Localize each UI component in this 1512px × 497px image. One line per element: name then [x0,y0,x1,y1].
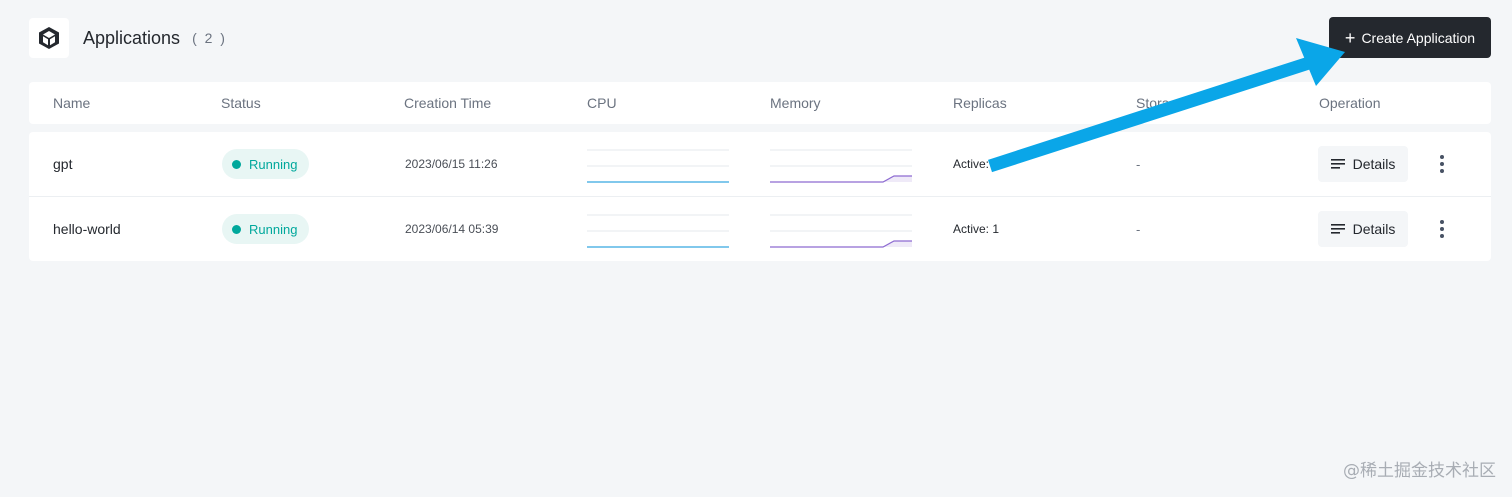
creation-time: 2023/06/14 05:39 [405,222,499,236]
list-icon [1330,224,1345,234]
column-status: Status [221,95,261,111]
memory-sparkline [770,149,912,183]
table-header: Name Status Creation Time CPU Memory Rep… [29,82,1491,124]
details-button[interactable]: Details [1318,146,1408,182]
column-storage: Storage [1136,95,1186,111]
details-button[interactable]: Details [1318,211,1408,247]
column-cpu: CPU [587,95,617,111]
create-application-button[interactable]: + Create Application [1329,17,1491,58]
creation-time: 2023/06/15 11:26 [405,157,498,171]
app-name[interactable]: hello-world [53,221,121,237]
app-name[interactable]: gpt [53,156,73,172]
watermark: @稀土掘金技术社区 [1343,461,1496,481]
status-dot-icon [232,159,241,169]
column-name: Name [53,95,91,111]
replicas-value: Active: 1 [953,222,1000,236]
applications-table: gpt Running 2023/06/15 11:26 Active: 1 [29,132,1491,261]
page-header: Applications ( 2 ) + Create Application [29,17,1491,59]
details-label: Details [1352,156,1396,172]
cpu-sparkline [587,214,729,248]
status-badge: Running [222,149,310,179]
column-creation-time: Creation Time [404,95,492,111]
status-dot-icon [232,224,241,234]
status-text: Running [249,156,298,172]
storage-value: - [1136,156,1141,172]
replicas-value: Active: 1 [953,157,1000,171]
column-operation: Operation [1319,95,1381,111]
column-replicas: Replicas [953,95,1007,111]
cpu-sparkline [587,149,729,183]
plus-icon: + [1344,27,1356,48]
details-label: Details [1352,221,1396,237]
status-badge: Running [222,214,310,244]
column-memory: Memory [770,95,821,111]
table-row: hello-world Running 2023/06/14 05:39 Act [29,196,1491,260]
status-text: Running [249,221,298,237]
app-count: ( 2 ) [192,30,227,46]
create-application-label: Create Application [1361,29,1476,46]
more-options-icon[interactable] [1432,214,1452,244]
memory-sparkline [770,214,912,248]
table-row: gpt Running 2023/06/15 11:26 Active: 1 [29,132,1491,196]
storage-value: - [1136,221,1141,237]
page-title: Applications [83,27,181,48]
list-icon [1330,159,1345,169]
cube-icon [29,18,69,58]
more-options-icon[interactable] [1432,149,1452,179]
